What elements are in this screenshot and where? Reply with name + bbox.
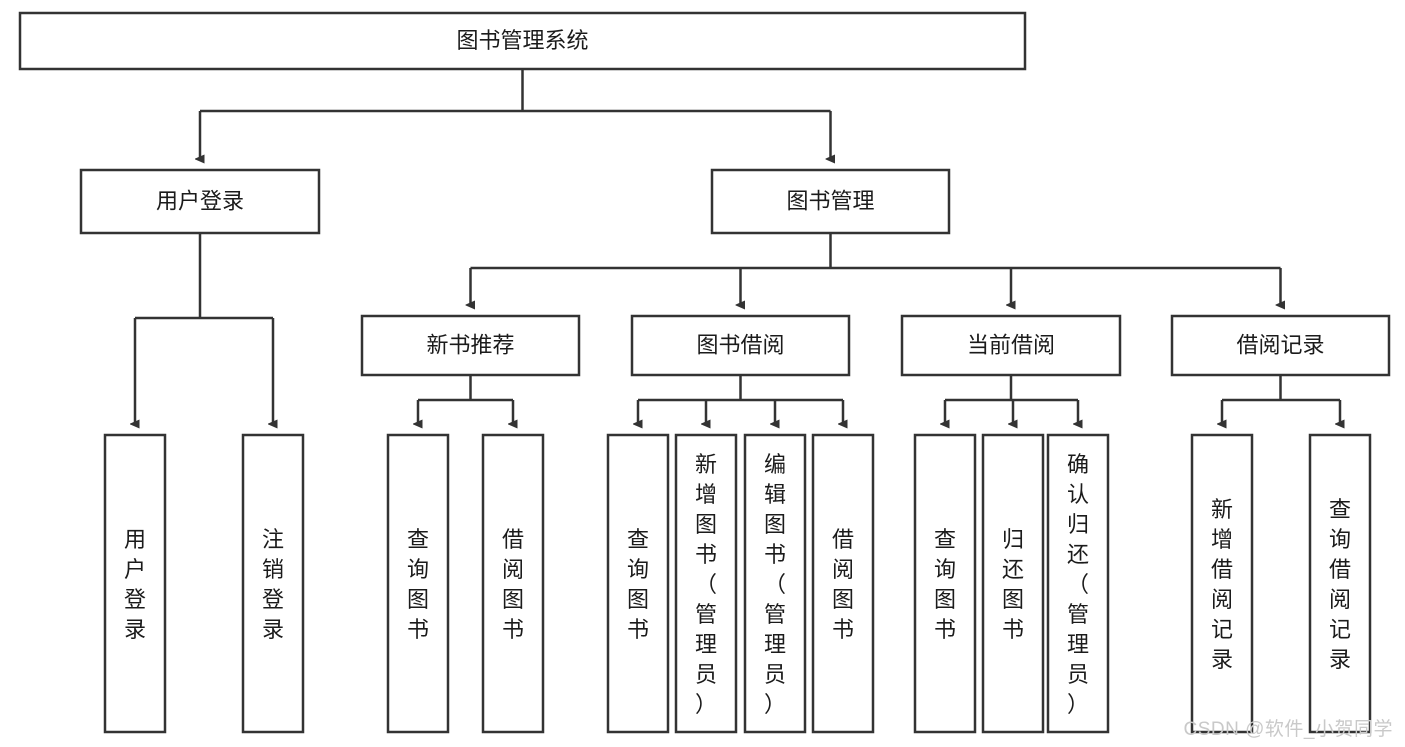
node-leaf-return-book[interactable]: 归还图书	[981, 433, 1045, 734]
node-label: 编辑图书（管理员）	[764, 452, 786, 717]
node-box[interactable]	[710, 168, 951, 235]
node-label: 用户登录	[124, 527, 146, 642]
node-box[interactable]	[913, 433, 977, 734]
node-box[interactable]	[360, 314, 581, 377]
node-leaf-borrow-book-2[interactable]: 借阅图书	[811, 433, 875, 734]
node-root[interactable]: 图书管理系统	[18, 11, 1027, 71]
node-user-login[interactable]: 用户登录	[79, 168, 321, 235]
edge-group-new-book-rec	[418, 375, 513, 424]
node-box[interactable]	[241, 433, 305, 734]
edge-group-book-borrow	[638, 375, 843, 424]
node-box[interactable]	[481, 433, 545, 734]
node-box[interactable]	[1308, 433, 1372, 734]
node-label: 确认归还（管理员）	[1067, 452, 1089, 717]
node-leaf-add-book[interactable]: 新增图书（管理员）	[674, 433, 738, 734]
node-box[interactable]	[79, 168, 321, 235]
node-box[interactable]	[103, 433, 167, 734]
node-leaf-query-record[interactable]: 查询借阅记录	[1308, 433, 1372, 734]
diagram-nodes: 图书管理系统用户登录图书管理新书推荐图书借阅当前借阅借阅记录用户登录注销登录查询…	[18, 11, 1391, 734]
node-leaf-add-record[interactable]: 新增借阅记录	[1190, 433, 1254, 734]
edge-group-borrow-record	[1222, 375, 1340, 424]
node-label: 归还图书	[1002, 527, 1024, 642]
node-box[interactable]	[1190, 433, 1254, 734]
node-label: 查询图书	[627, 527, 649, 642]
connector-edges	[135, 69, 1340, 424]
node-box[interactable]	[981, 433, 1045, 734]
node-label: 注销登录	[262, 527, 284, 642]
node-label: 查询图书	[407, 527, 429, 642]
node-box[interactable]	[1170, 314, 1391, 377]
node-box[interactable]	[386, 433, 450, 734]
node-label: 新增借阅记录	[1211, 497, 1233, 672]
node-leaf-query-book-3[interactable]: 查询图书	[913, 433, 977, 734]
node-label: 图书管理	[786, 188, 874, 213]
edge-group-root	[200, 69, 831, 159]
node-label: 当前借阅	[967, 332, 1055, 357]
edge-group-current-borrow	[945, 375, 1078, 424]
node-label: 查询图书	[934, 527, 956, 642]
node-label: 借阅记录	[1236, 332, 1324, 357]
node-label: 查询借阅记录	[1329, 497, 1351, 672]
node-label: 新书推荐	[426, 332, 514, 357]
node-label: 用户登录	[156, 188, 244, 213]
node-leaf-borrow-book-1[interactable]: 借阅图书	[481, 433, 545, 734]
node-book-manage[interactable]: 图书管理	[710, 168, 951, 235]
node-leaf-query-book-1[interactable]: 查询图书	[386, 433, 450, 734]
node-label: 图书借阅	[696, 332, 784, 357]
node-box[interactable]	[743, 433, 807, 734]
node-leaf-edit-book[interactable]: 编辑图书（管理员）	[743, 433, 807, 734]
watermark-text: CSDN @软件_小贺同学	[1183, 719, 1393, 740]
node-new-book-rec[interactable]: 新书推荐	[360, 314, 581, 377]
node-box[interactable]	[674, 433, 738, 734]
node-label: 新增图书（管理员）	[695, 452, 717, 717]
node-current-borrow[interactable]: 当前借阅	[900, 314, 1122, 377]
edge-group-user-login	[135, 233, 273, 424]
node-leaf-confirm-return[interactable]: 确认归还（管理员）	[1046, 433, 1110, 734]
node-label: 图书管理系统	[456, 28, 588, 53]
node-label: 借阅图书	[832, 527, 854, 642]
node-box[interactable]	[811, 433, 875, 734]
node-leaf-user-logout[interactable]: 注销登录	[241, 433, 305, 734]
node-box[interactable]	[1046, 433, 1110, 734]
node-box[interactable]	[900, 314, 1122, 377]
node-box[interactable]	[18, 11, 1027, 71]
node-leaf-user-login[interactable]: 用户登录	[103, 433, 167, 734]
node-label: 借阅图书	[502, 527, 524, 642]
edge-group-book-manage	[471, 233, 1281, 305]
node-box[interactable]	[606, 433, 670, 734]
node-book-borrow[interactable]: 图书借阅	[630, 314, 851, 377]
node-borrow-record[interactable]: 借阅记录	[1170, 314, 1391, 377]
node-leaf-query-book-2[interactable]: 查询图书	[606, 433, 670, 734]
node-box[interactable]	[630, 314, 851, 377]
